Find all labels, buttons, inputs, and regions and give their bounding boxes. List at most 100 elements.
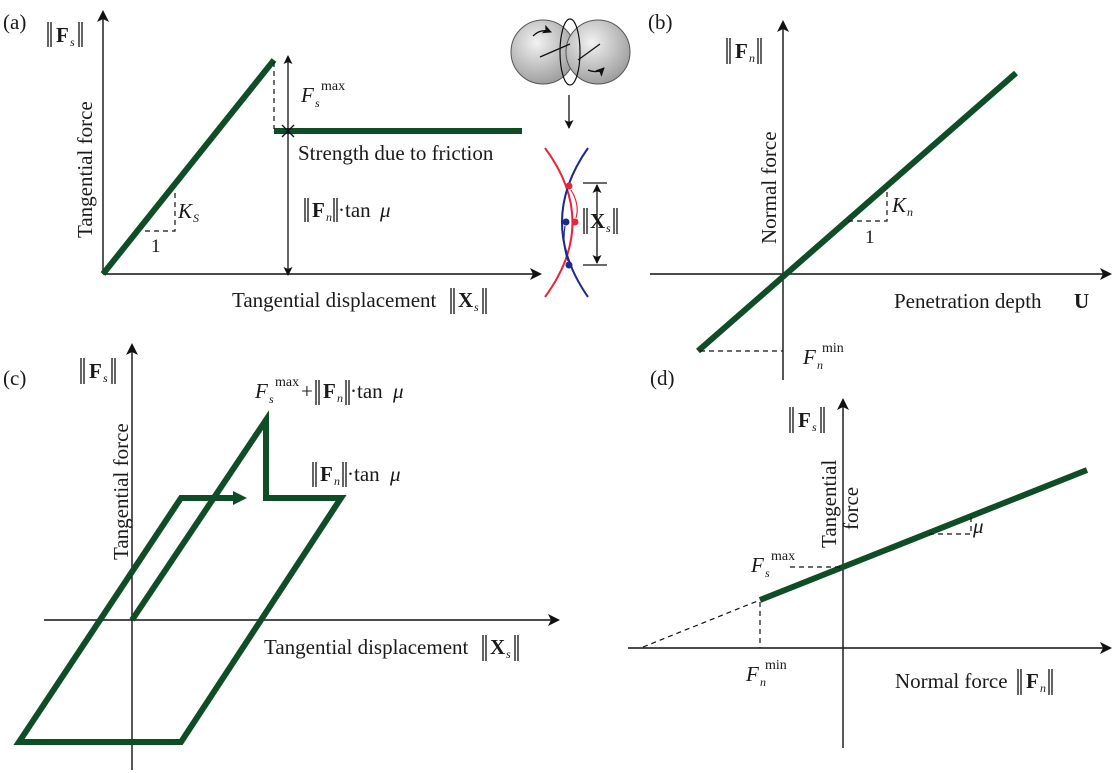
svg-text:s: s	[474, 300, 479, 314]
svg-text:n: n	[817, 358, 823, 372]
svg-text:μ: μ	[389, 462, 401, 486]
panel-d-ylabel-line1: Tangential	[817, 460, 841, 548]
panel-c-plateau-label: F n ·tan μ	[312, 462, 401, 488]
svg-text:F: F	[254, 379, 268, 403]
svg-text:F: F	[89, 359, 102, 383]
svg-text:s: s	[765, 566, 770, 580]
panel-a-slope-run: 1	[151, 236, 161, 257]
svg-text:F: F	[735, 39, 748, 63]
panel-b-slope-triangle	[848, 187, 888, 222]
svg-text:μ: μ	[392, 379, 404, 403]
svg-text:F: F	[56, 23, 69, 47]
panel-a-slope-label: K S	[177, 199, 199, 225]
svg-text:F: F	[802, 345, 816, 369]
panel-c-ylabel: Tangential force	[109, 423, 133, 560]
panel-d-coulomb-line	[758, 467, 1089, 603]
svg-text:F: F	[300, 83, 314, 107]
contact-spheres-illustration	[510, 18, 631, 86]
panel-b-slope-run: 1	[865, 227, 875, 248]
svg-text:+: +	[301, 379, 313, 403]
panel-a-ylabel: Tangential force	[73, 101, 97, 238]
panel-b-tag: (b)	[648, 10, 673, 34]
svg-text:n: n	[760, 675, 766, 689]
svg-text:U: U	[1074, 289, 1089, 313]
contact-arcs-illustration	[544, 147, 607, 298]
panel-d-xlabel: Normal force F n	[895, 669, 1053, 695]
svg-text:Tangential displacement: Tangential displacement	[264, 635, 469, 659]
svg-text:n: n	[907, 205, 913, 219]
panel-c-y-axis-symbol: F s	[80, 358, 116, 385]
svg-text:s: s	[269, 392, 274, 406]
panel-d-ylabel-line2: force	[839, 487, 863, 530]
svg-text:X: X	[490, 635, 505, 659]
svg-text:max: max	[275, 375, 299, 390]
svg-text:n: n	[1040, 681, 1046, 695]
panel-b-xlabel: Penetration depth U	[894, 289, 1089, 313]
panel-d-fmax-label: F s max	[750, 549, 795, 580]
svg-text:min: min	[822, 341, 844, 356]
svg-text:s: s	[315, 96, 320, 110]
panel-c-peak-label: F s max + F n ·tan μ	[254, 375, 404, 406]
svg-text:n: n	[334, 474, 340, 488]
svg-text:F: F	[1026, 669, 1039, 693]
svg-text:F: F	[745, 662, 759, 686]
svg-text:S: S	[193, 211, 199, 225]
panel-b-slope-label: K n	[891, 193, 913, 219]
panel-a-elastic-line	[100, 58, 277, 276]
svg-text:F: F	[320, 462, 333, 486]
svg-text:F: F	[750, 553, 764, 577]
panel-c-xlabel: Tangential displacement X s	[264, 635, 519, 661]
svg-text:s: s	[812, 420, 817, 434]
svg-text:·tan: ·tan	[350, 379, 383, 403]
svg-text:X: X	[458, 288, 473, 312]
svg-text:μ: μ	[379, 198, 391, 222]
panel-c-hysteresis-loop	[13, 410, 347, 745]
svg-text:max: max	[321, 79, 345, 94]
svg-text:Normal force: Normal force	[895, 669, 1008, 693]
svg-text:F: F	[312, 198, 325, 222]
svg-text:K: K	[891, 193, 907, 217]
svg-text:X: X	[590, 209, 605, 233]
panel-b: (b) F n Normal force 1 K n F n min Penet…	[648, 10, 1112, 380]
svg-text:n: n	[337, 391, 343, 405]
svg-text:K: K	[177, 199, 193, 223]
panel-b-fmin-label: F n min	[802, 341, 844, 372]
svg-text:F: F	[798, 408, 811, 432]
svg-text:n: n	[326, 210, 332, 224]
panel-d-tag: (d)	[650, 366, 675, 390]
contact-x-label: X s	[583, 208, 618, 235]
svg-text:s: s	[103, 371, 108, 385]
panel-b-y-axis-symbol: F n	[726, 38, 762, 65]
svg-text:max: max	[771, 549, 795, 564]
svg-text:s: s	[70, 35, 75, 49]
panel-d-slope-mu: μ	[972, 514, 984, 538]
panel-a-y-axis-symbol: F s	[47, 22, 83, 49]
panel-d-extrapolation-dash	[642, 599, 761, 648]
svg-text:Tangential displacement: Tangential displacement	[232, 288, 437, 312]
svg-text:F: F	[323, 379, 336, 403]
svg-text:n: n	[749, 51, 755, 65]
panel-d-fmin-label: F n min	[745, 658, 787, 689]
panel-c: (c) F s Tangential force F s max + F n ·…	[3, 343, 560, 770]
panel-b-stiffness-line	[696, 70, 1018, 354]
panel-d-y-axis-symbol: F s	[789, 407, 825, 434]
svg-text:·tan: ·tan	[338, 198, 371, 222]
panel-a-fmax-label: F s max	[300, 79, 345, 110]
svg-text:min: min	[765, 658, 787, 673]
svg-text:s: s	[606, 221, 611, 235]
panel-a-cross-marker	[281, 124, 295, 138]
panel-c-tag: (c)	[3, 366, 26, 390]
panel-a-fn-tan-label: F n ·tan μ	[304, 198, 391, 224]
panel-a-tag: (a)	[3, 10, 26, 34]
svg-text:Penetration depth: Penetration depth	[894, 289, 1042, 313]
panel-a-friction-label: Strength due to friction	[298, 141, 494, 165]
svg-text:·tan: ·tan	[347, 462, 380, 486]
panel-a-xlabel: Tangential displacement X s	[232, 288, 487, 314]
panel-d-slope-triangle	[929, 517, 972, 535]
panel-a-slope-triangle	[145, 193, 176, 232]
panel-d: (d) F s Tangential force μ F s max F n m…	[628, 366, 1112, 748]
panel-a: (a) F s Tangential force 1 K S F	[3, 10, 631, 314]
panel-b-ylabel: Normal force	[757, 131, 781, 244]
svg-text:s: s	[506, 647, 511, 661]
